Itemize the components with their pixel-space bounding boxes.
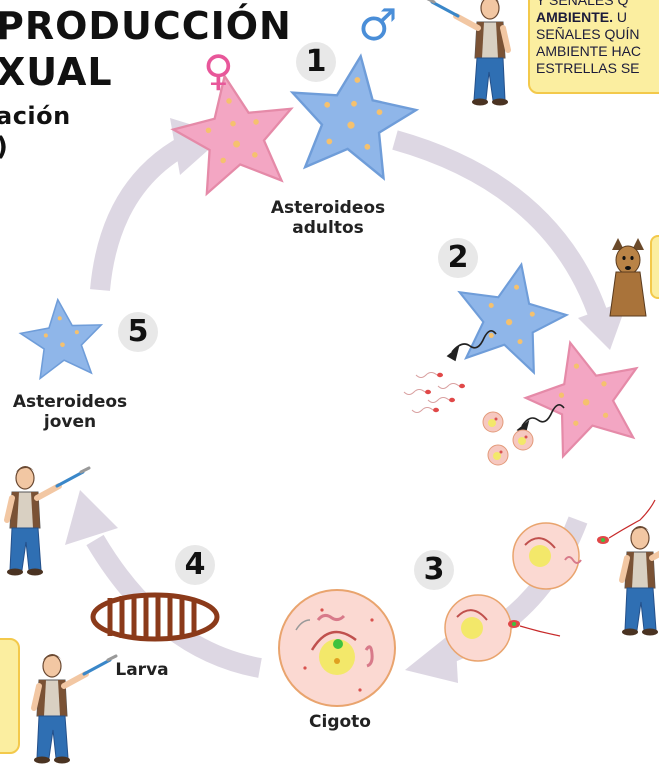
bubble-line-2: SEÑALES QUÍN: [536, 26, 659, 43]
label-juvenile: Asteroideos joven: [0, 392, 140, 432]
title-line-3: ación: [0, 102, 71, 130]
stage-number-4: 4: [175, 545, 215, 585]
speech-bubble-left: [0, 638, 20, 754]
male-symbol: ♂: [358, 4, 397, 48]
title-line-4: ): [0, 132, 9, 162]
larva: [93, 595, 217, 639]
bubble-line-0: Y SEÑALES Q: [536, 0, 659, 9]
speech-bubble-right: [650, 235, 659, 299]
bubble-line-3: AMBIENTE HAC: [536, 43, 659, 60]
juvenile-star: [17, 295, 106, 380]
label-zygote: Cigoto: [300, 712, 380, 732]
spawning-female-star: [515, 328, 653, 462]
fertilization-cell-2: [445, 595, 511, 661]
released-eggs: [483, 412, 533, 465]
zygote-cell: [279, 590, 395, 706]
title-line-1: PRODUCCIÓN: [0, 4, 292, 48]
adult-female-star: [166, 66, 303, 198]
bubble-line-1-rest: U: [613, 9, 627, 25]
bubble-line-1: AMBIENTE. U: [536, 9, 659, 26]
speech-bubble-top: Y SEÑALES Q AMBIENTE. U SEÑALES QUÍN AMB…: [528, 0, 659, 94]
sperm-approach-2: [508, 620, 560, 636]
label-adults-line-2: adultos: [258, 218, 398, 238]
cycle-arrow-right: [395, 140, 600, 320]
scientist-top-right: [426, 0, 508, 106]
label-adults: Asteroideos adultos: [258, 198, 398, 238]
stage-number-2: 2: [438, 238, 478, 278]
stage-number-3: 3: [414, 550, 454, 590]
label-larva: Larva: [112, 660, 172, 680]
scientist-bottom-left: [34, 654, 116, 764]
bubble-line-1-bold: AMBIENTE.: [536, 9, 613, 25]
scientist-right: [622, 526, 659, 636]
released-sperm: [404, 373, 465, 413]
dog: [610, 238, 646, 316]
label-juvenile-line-2: joven: [0, 412, 140, 432]
female-symbol: ♀: [203, 50, 234, 92]
bubble-line-4: ESTRELLAS SE: [536, 60, 659, 77]
stage-number-1: 1: [296, 42, 336, 82]
label-juvenile-line-1: Asteroideos: [0, 392, 140, 412]
stage-number-5: 5: [118, 312, 158, 352]
title-line-2: XUAL: [0, 50, 113, 94]
cycle-arrowhead-bottom: [65, 490, 118, 545]
label-adults-line-1: Asteroideos: [258, 198, 398, 218]
